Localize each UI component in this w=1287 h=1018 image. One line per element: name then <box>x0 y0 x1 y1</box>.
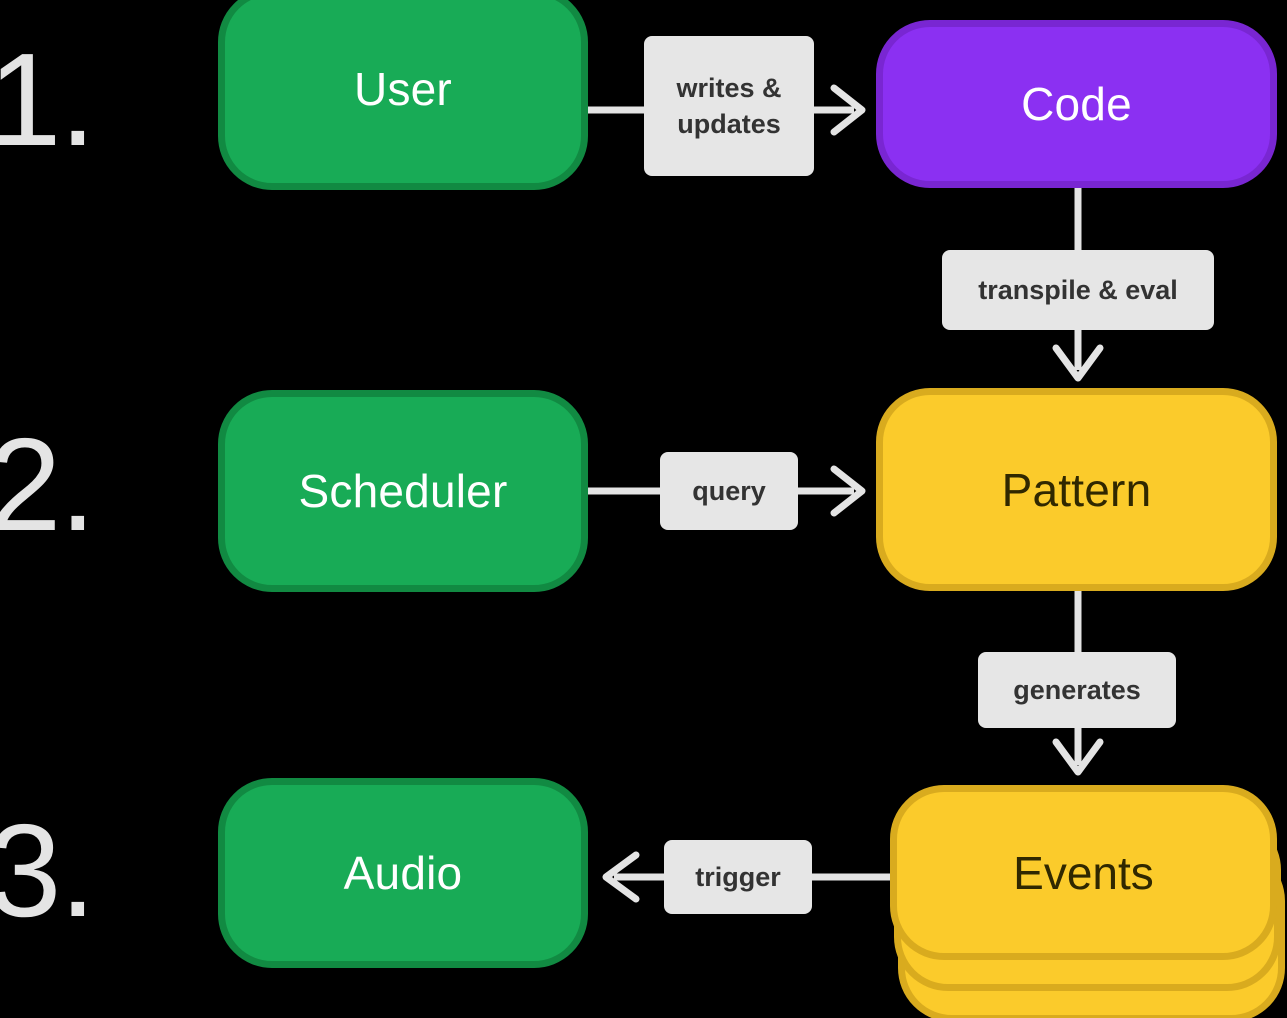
step-number-3: 3. <box>0 797 96 944</box>
step-number-1: 1. <box>0 26 96 173</box>
node-audio[interactable]: Audio <box>218 778 588 968</box>
edge-label-line-1: generates <box>1013 674 1141 705</box>
node-audio-label: Audio <box>343 847 463 899</box>
edge-label-line-1: writes & <box>676 72 782 103</box>
events-stack-layer-front: Events <box>890 785 1277 960</box>
node-user-label: User <box>354 63 452 115</box>
edge-label-writes-updates: writes & updates <box>644 36 814 176</box>
edge-label-trigger: trigger <box>664 840 812 914</box>
node-code-label: Code <box>1021 78 1132 130</box>
edge-label-line-1: query <box>692 475 766 506</box>
edge-label-line-1: trigger <box>695 861 781 892</box>
node-user[interactable]: User <box>218 0 588 190</box>
edge-label-transpile-eval: transpile & eval <box>942 250 1214 330</box>
node-code[interactable]: Code <box>876 20 1277 188</box>
edge-label-generates: generates <box>978 652 1176 728</box>
edge-label-line-2: updates <box>677 109 781 139</box>
node-scheduler[interactable]: Scheduler <box>218 390 588 592</box>
node-events[interactable]: Events <box>890 785 1287 1018</box>
node-pattern-label: Pattern <box>1001 463 1152 516</box>
edge-label-query: query <box>660 452 798 530</box>
node-scheduler-label: Scheduler <box>298 465 508 517</box>
step-number-2: 2. <box>0 411 96 558</box>
node-pattern[interactable]: Pattern <box>876 388 1277 591</box>
edge-label-line-1: transpile & eval <box>978 274 1178 305</box>
node-events-label: Events <box>1013 846 1154 899</box>
